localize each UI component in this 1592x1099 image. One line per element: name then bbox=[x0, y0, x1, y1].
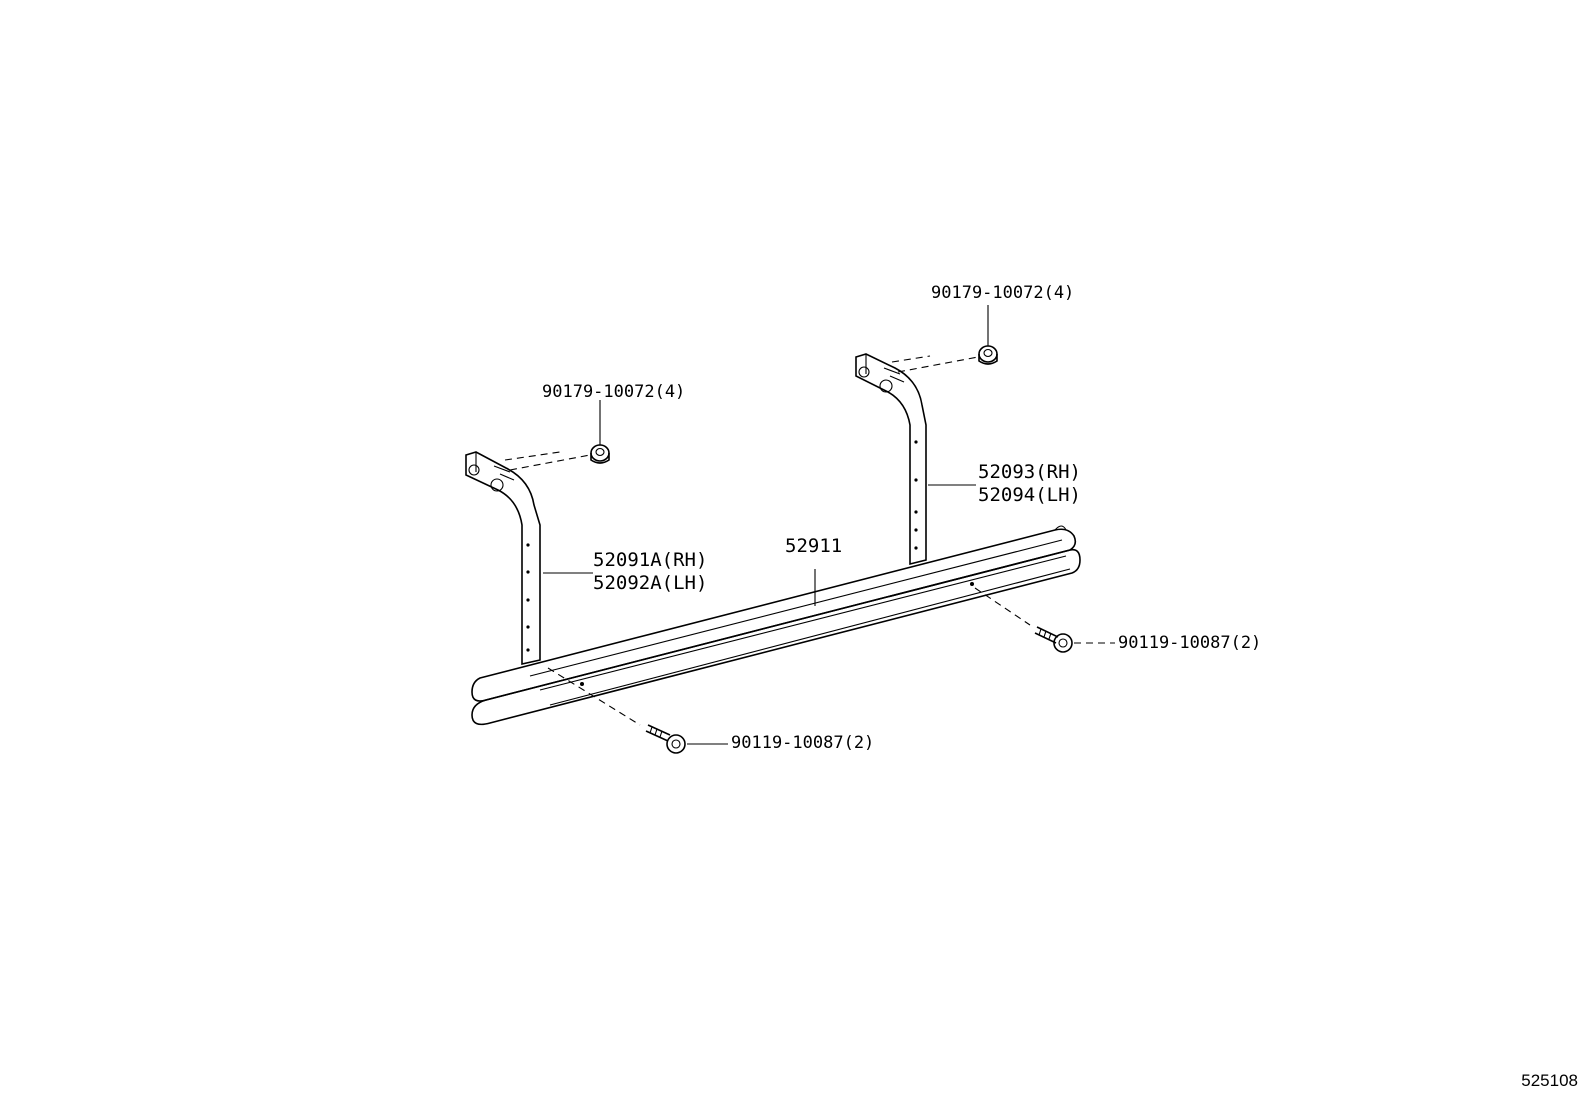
label-nut-upper-left: 90179-10072(4) bbox=[542, 382, 686, 402]
dash-bolt-right bbox=[974, 587, 1031, 626]
label-step-bar: 52911 bbox=[785, 535, 843, 557]
bolt-right bbox=[1034, 626, 1073, 653]
dash-nut-left-1 bbox=[509, 454, 591, 471]
nut-right bbox=[978, 345, 998, 365]
label-bracket-right-rh: 52093(RH) bbox=[978, 461, 1081, 483]
label-bolt-left: 90119-10087(2) bbox=[731, 733, 875, 753]
dash-bolt-left bbox=[547, 667, 641, 726]
nut-left bbox=[590, 444, 610, 464]
right-bracket bbox=[855, 353, 927, 566]
step-bar-52911 bbox=[471, 525, 1081, 726]
label-bracket-right-lh: 52094(LH) bbox=[978, 484, 1081, 506]
label-bracket-left-lh: 52092A(LH) bbox=[593, 572, 708, 594]
left-bracket bbox=[465, 451, 541, 665]
label-nut-upper-right: 90179-10072(4) bbox=[931, 283, 1075, 303]
figure-number: 525108 bbox=[1521, 1071, 1578, 1090]
dash-nut-right-1 bbox=[897, 356, 979, 373]
bolt-left bbox=[645, 724, 686, 754]
dash-nut-right-2 bbox=[891, 355, 931, 363]
dash-nut-left-2 bbox=[504, 451, 561, 461]
label-bolt-right: 90119-10087(2) bbox=[1118, 633, 1262, 653]
label-bracket-left-rh: 52091A(RH) bbox=[593, 549, 708, 571]
